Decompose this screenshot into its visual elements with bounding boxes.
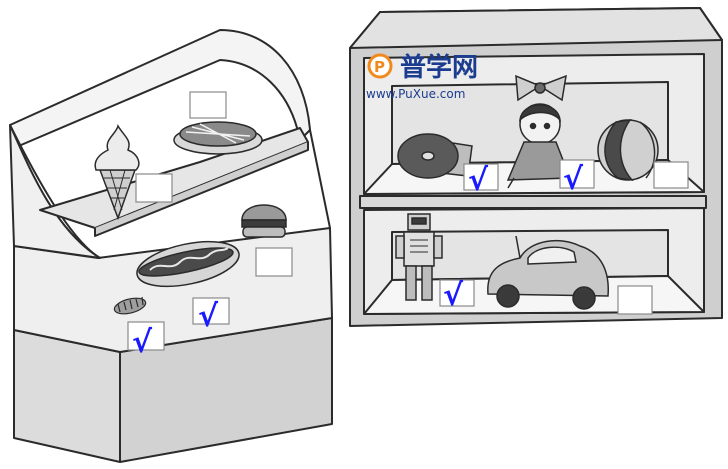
cabinet-top-face (349, 7, 723, 49)
doll-check-mark: √ (563, 162, 584, 197)
food-display-case (9, 29, 333, 463)
ball-stripe-dark (604, 119, 634, 182)
cookie-body (113, 297, 147, 315)
doll-item (506, 74, 572, 189)
watermark-url: www.PuXue.com (366, 87, 465, 101)
hotdog-mustard (149, 247, 229, 271)
cd-hole (421, 151, 435, 161)
doll-bow-knot (534, 82, 546, 94)
hamburger-answer-box[interactable] (255, 247, 293, 277)
cabinet-divider (359, 195, 707, 209)
case-middle-shelf (39, 127, 309, 229)
cookie-item (113, 296, 147, 315)
ice-cream-item (94, 124, 140, 221)
car-body (487, 239, 609, 297)
robot-body (403, 231, 435, 267)
ice-cream-answer-box[interactable] (135, 173, 173, 203)
cookie-answer-box[interactable] (127, 321, 165, 351)
robot-arm-right (433, 235, 443, 259)
watermark-p-letter: P (374, 58, 385, 76)
case-right-edge (309, 129, 331, 229)
burger-bun-top (241, 204, 287, 221)
hamburger-item (241, 204, 287, 238)
car-window (527, 246, 577, 265)
doll-eye-left (529, 122, 537, 130)
burger-bun-bottom (242, 226, 286, 238)
case-base-front (13, 329, 121, 463)
hotdog-check-mark: √ (198, 299, 219, 334)
case-glass-curve (9, 124, 101, 259)
robot-arm-left (395, 235, 405, 259)
robot-answer-box[interactable] (439, 279, 475, 307)
burger-patty (241, 219, 287, 228)
car-wheel-rear (572, 286, 596, 310)
cookie-check-mark: √ (132, 325, 153, 360)
robot-chest-lines (410, 239, 428, 253)
hotdog-answer-box[interactable] (192, 297, 230, 325)
robot-leg-right (421, 265, 433, 301)
ice-cream-swirl (94, 124, 140, 171)
watermark-title: 普学网 (400, 52, 478, 83)
doll-bow (515, 74, 567, 102)
ice-cream-cone-grid (104, 169, 130, 211)
cookie-ridges (117, 296, 144, 313)
watermark-logo: P 普学网 www.PuXue.com (366, 52, 478, 101)
ball-answer-box[interactable] (653, 161, 689, 189)
robot-visor (411, 217, 427, 225)
car-antenna (515, 235, 521, 259)
car-wheel-front (496, 284, 520, 308)
car-item (487, 235, 609, 310)
ball-item (597, 119, 659, 182)
robot-item (395, 213, 443, 301)
robot-leg-left (405, 265, 417, 301)
ball-stripe-light (639, 121, 656, 179)
case-shelf-edge (94, 142, 309, 237)
cd-answer-box[interactable] (463, 163, 499, 191)
pie-answer-box[interactable] (189, 91, 227, 119)
doll-hair (519, 104, 562, 123)
robot-check-mark: √ (443, 278, 464, 313)
hotdog-item (136, 240, 240, 288)
case-glass-hood (9, 29, 311, 149)
doll-answer-box[interactable] (559, 159, 595, 189)
pie-item (173, 121, 263, 155)
car-answer-box[interactable] (617, 285, 653, 315)
cd-check-mark: √ (468, 163, 489, 198)
pie-lattice (185, 123, 251, 144)
watermark-p-icon (367, 53, 393, 79)
doll-eye-right (543, 122, 551, 130)
